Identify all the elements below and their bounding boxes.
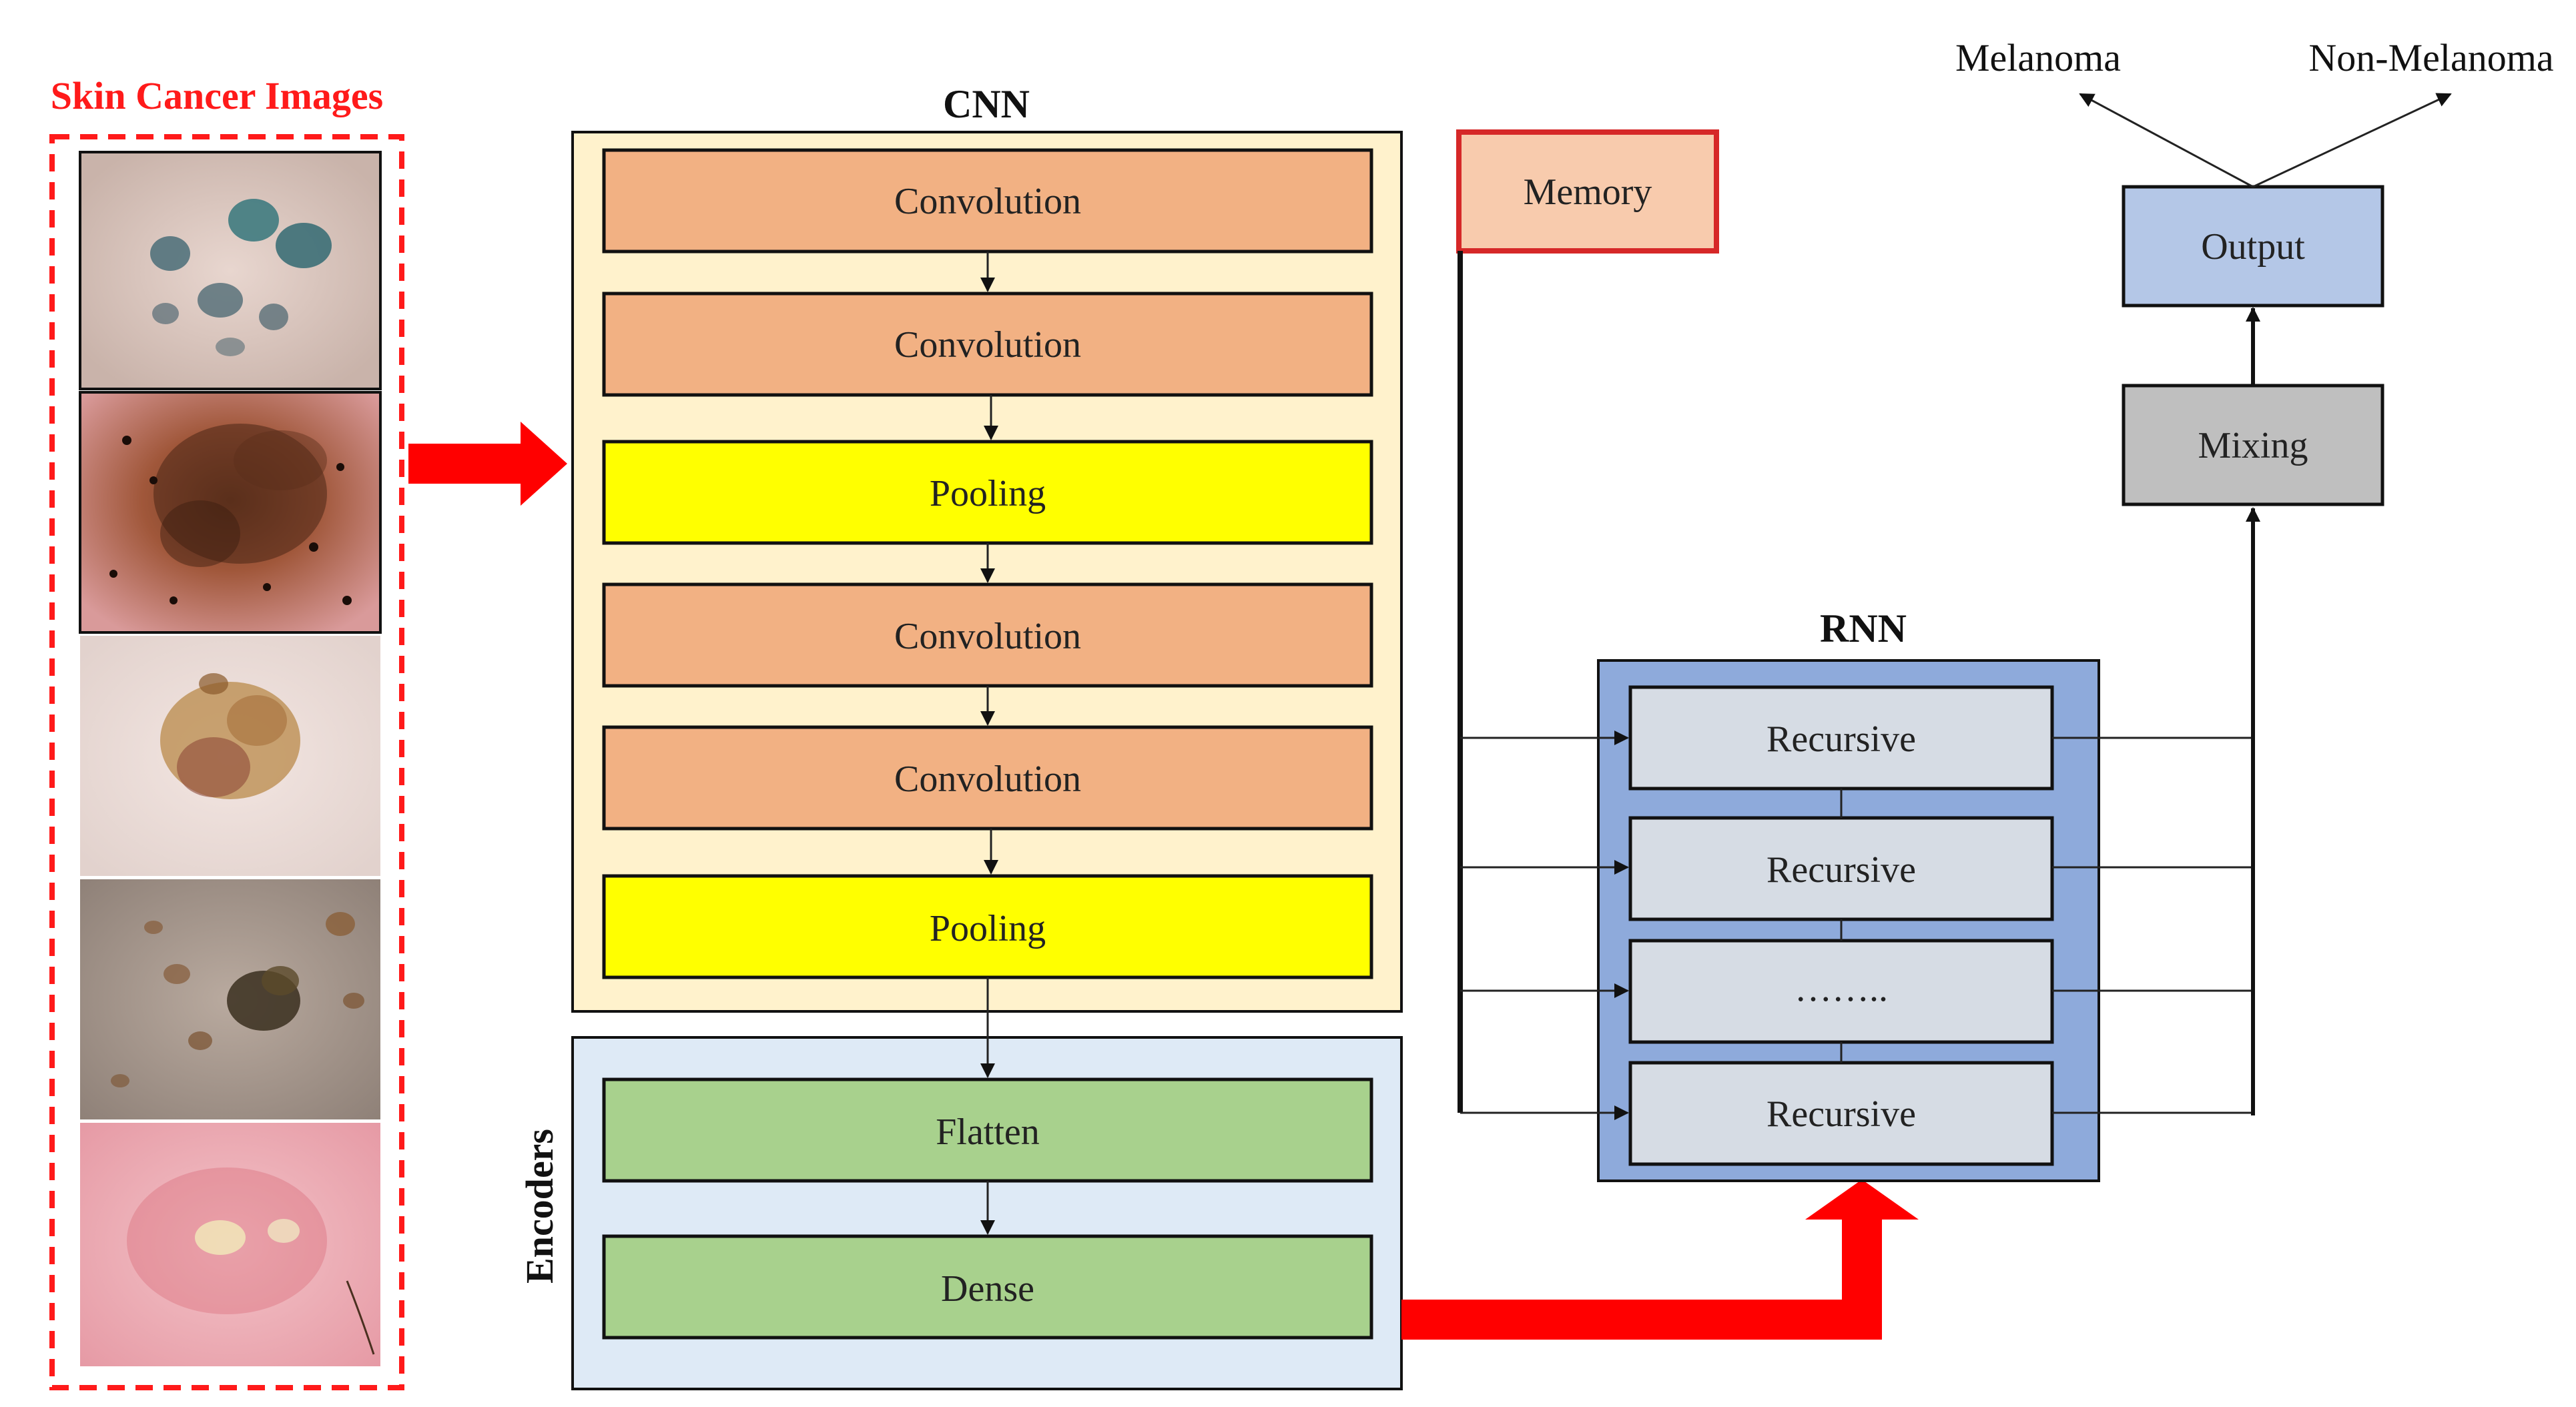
encoder-layer-flatten: Flatten: [602, 1077, 1373, 1183]
encoders-title: Encoders: [518, 1129, 561, 1284]
cnn-layer-4-label: Convolution: [894, 616, 1081, 657]
class-label-melanoma: Melanoma: [1955, 36, 2121, 79]
rnn-cell-2: Recursive: [1628, 816, 2054, 921]
cnn-layer-1: Convolution: [602, 148, 1373, 254]
rnn-cell-1-label: Recursive: [1766, 719, 1916, 760]
memory-label: Memory: [1524, 171, 1652, 213]
dense-to-rnn-arrow: [1401, 1180, 1919, 1340]
skin-image-3: [80, 636, 380, 876]
mixing-box: [2122, 384, 2384, 506]
memory-box: [1456, 129, 1719, 254]
cnn-layer-5-label: Convolution: [894, 759, 1081, 800]
rnn-cell-3: ……..: [1628, 939, 2054, 1044]
cnn-layer-3: Pooling: [602, 440, 1373, 545]
skin-image-1: [79, 151, 382, 390]
rnn-cell-2-label: Recursive: [1766, 849, 1916, 891]
rnn-cell-4-label: Recursive: [1766, 1093, 1916, 1135]
mixing-block: Mixing: [2122, 384, 2384, 506]
skin-image-5: [80, 1123, 380, 1366]
cnn-layer-1-label: Convolution: [894, 181, 1081, 222]
class-label-non-melanoma: Non-Melanoma: [2308, 36, 2553, 79]
cnn-layer-2: Convolution: [602, 292, 1373, 397]
cnn-layer-4: Convolution: [602, 582, 1373, 688]
output-to-melanoma-arrow: [2079, 93, 2254, 188]
input-flow-arrow: [408, 422, 567, 506]
cnn-layer-5: Convolution: [602, 725, 1373, 831]
cnn-block: CNN Convolution Convolution Pooling Conv…: [571, 82, 1403, 1013]
rnn-cell-4: Recursive: [1628, 1061, 2054, 1166]
cnn-layer-6-label: Pooling: [930, 908, 1046, 949]
skin-image-4: [80, 879, 380, 1119]
rnn-title: RNN: [1820, 606, 1907, 650]
rnn-cell-3-label: ……..: [1795, 968, 1888, 1009]
mixing-label: Mixing: [2198, 425, 2308, 466]
encoder-layer-1-label: Flatten: [936, 1111, 1040, 1153]
skin-panel-title: Skin Cancer Images: [51, 74, 383, 117]
output-label: Output: [2201, 226, 2305, 268]
output-to-non-melanoma-arrow: [2252, 93, 2452, 188]
encoders-block: Encoders Flatten Dense: [518, 977, 1403, 1390]
skin-image-2: [79, 391, 382, 634]
skin-image-panel: Skin Cancer Images: [49, 74, 404, 1390]
skin-panel-dashed-border: [49, 134, 404, 1390]
cnn-title: CNN: [943, 82, 1030, 126]
rnn-block: RNN Recursive Recursive …….. Recursive: [1460, 507, 2260, 1182]
rnn-cell-1: Recursive: [1628, 685, 2054, 791]
output-box: [2122, 185, 2384, 308]
memory-block: Memory: [1456, 129, 1719, 1113]
output-block: Output: [2122, 185, 2384, 308]
cnn-layer-3-label: Pooling: [930, 473, 1046, 514]
encoder-layer-2-label: Dense: [941, 1268, 1034, 1310]
cnn-layer-2-label: Convolution: [894, 324, 1081, 366]
cnn-layer-6: Pooling: [602, 874, 1373, 979]
encoder-layer-dense: Dense: [602, 1234, 1373, 1340]
